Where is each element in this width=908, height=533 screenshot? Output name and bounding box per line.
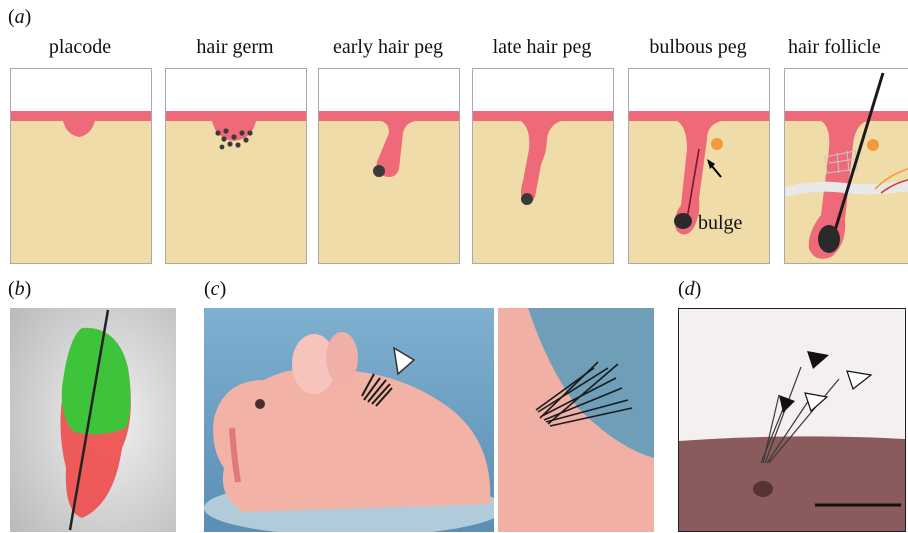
- panel-d-label: (d): [678, 278, 701, 301]
- sebaceous-gland: [711, 138, 723, 150]
- stage-diagram-late-hair-peg: [472, 68, 614, 264]
- label-paren-open: (: [678, 278, 685, 300]
- stage-diagram-hair-follicle: [784, 68, 908, 264]
- bulge-label: bulge: [698, 212, 742, 235]
- stage-diagram-placode: [10, 68, 152, 264]
- label-paren-close: ): [220, 278, 227, 300]
- panel-c-label: (c): [204, 278, 226, 301]
- label-paren-open: (: [8, 278, 15, 300]
- panel-c-mouse-photo: [204, 308, 494, 532]
- stage-diagram-early-hair-peg: [318, 68, 460, 264]
- stage-title-placode: placode: [10, 36, 150, 59]
- stage-diagram-hair-germ: [165, 68, 307, 264]
- label-letter: d: [685, 278, 695, 300]
- stage-title-hair-follicle: hair follicle: [776, 36, 908, 59]
- label-paren-close: ): [25, 6, 32, 28]
- label-letter: c: [211, 278, 220, 300]
- panel-d-micrograph: [678, 308, 906, 532]
- panel-b-fluorescence-image: [10, 308, 176, 532]
- label-paren-close: ): [695, 278, 702, 300]
- panel-a-label: (a): [8, 6, 31, 29]
- panel-c-closeup-photo: [498, 308, 654, 532]
- label-letter: a: [15, 6, 25, 28]
- label-paren-open: (: [204, 278, 211, 300]
- label-paren-open: (: [8, 6, 15, 28]
- label-letter: b: [15, 278, 25, 300]
- mouse-ear-2: [326, 332, 358, 384]
- stage-title-hair-germ: hair germ: [165, 36, 305, 59]
- stage-title-early-hair-peg: early hair peg: [318, 36, 458, 59]
- mouse-eye: [255, 399, 265, 409]
- skin-surface: [679, 436, 905, 531]
- label-paren-close: ): [25, 278, 32, 300]
- panel-b-label: (b): [8, 278, 31, 301]
- stage-title-bulbous-peg: bulbous peg: [628, 36, 768, 59]
- stage-title-late-hair-peg: late hair peg: [472, 36, 612, 59]
